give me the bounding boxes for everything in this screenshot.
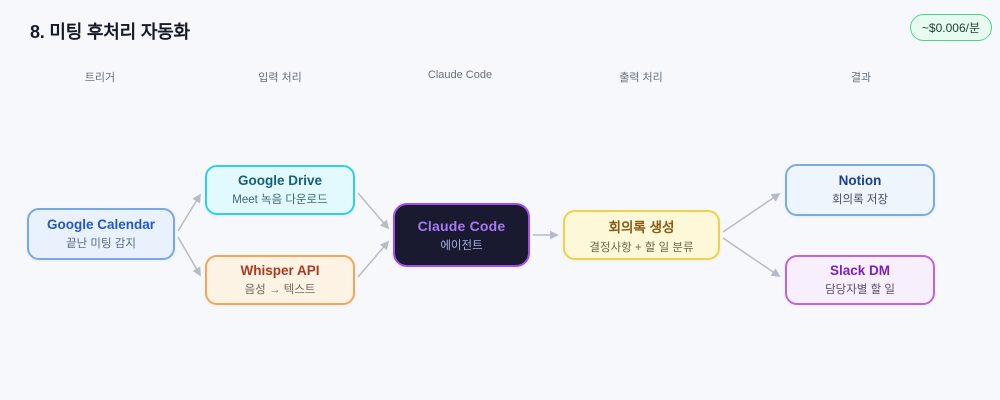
cost-badge: ~$0.006/분 [909, 14, 992, 41]
connector-arrow-minutes-notion [722, 192, 781, 233]
node-subtitle: 음성 → 텍스트 [244, 284, 316, 296]
node-subtitle: 회의록 저장 [831, 194, 889, 206]
node-subtitle: Meet 녹음 다운로드 [232, 194, 328, 206]
node-slack-dm: Slack DM 담당자별 할 일 [785, 255, 935, 305]
node-title: Claude Code [417, 217, 506, 234]
node-meeting-minutes: 회의록 생성 결정사항 + 할 일 분류 [563, 210, 720, 260]
connector-arrow-drive-claude [357, 192, 390, 230]
page-title: 8. 미팅 후처리 자동화 [30, 22, 190, 42]
node-subtitle: 끝난 미팅 감지 [66, 238, 136, 250]
connector-arrow-whisper-claude [357, 240, 390, 278]
node-title: Google Calendar [46, 217, 156, 232]
node-notion: Notion 회의록 저장 [785, 164, 935, 216]
node-title: Slack DM [829, 263, 891, 278]
node-google-calendar: Google Calendar 끝난 미팅 감지 [27, 208, 175, 260]
connector-arrow-calendar-drive [177, 193, 201, 232]
node-subtitle: 담당자별 할 일 [825, 284, 895, 296]
node-google-drive: Google Drive Meet 녹음 다운로드 [205, 165, 355, 215]
column-header-trigger: 트리거 [84, 72, 116, 84]
column-header-input: 입력 처리 [258, 72, 302, 84]
connector-arrow-minutes-slack [722, 237, 781, 278]
node-subtitle: 결정사항 + 할 일 분류 [589, 241, 694, 254]
node-subtitle: 에이전트 [440, 239, 483, 252]
node-claude-code: Claude Code 에이전트 [393, 203, 530, 267]
node-title: Notion [838, 173, 882, 188]
column-header-claude-code: Claude Code [427, 69, 493, 81]
node-title: 회의록 생성 [608, 219, 675, 235]
column-header-output: 출력 처리 [619, 72, 663, 84]
column-header-result: 결과 [850, 72, 872, 84]
node-whisper-api: Whisper API 음성 → 텍스트 [205, 255, 355, 305]
node-title: Google Drive [237, 173, 323, 188]
connector-arrow-calendar-whisper [177, 236, 201, 277]
node-title: Whisper API [240, 263, 320, 278]
